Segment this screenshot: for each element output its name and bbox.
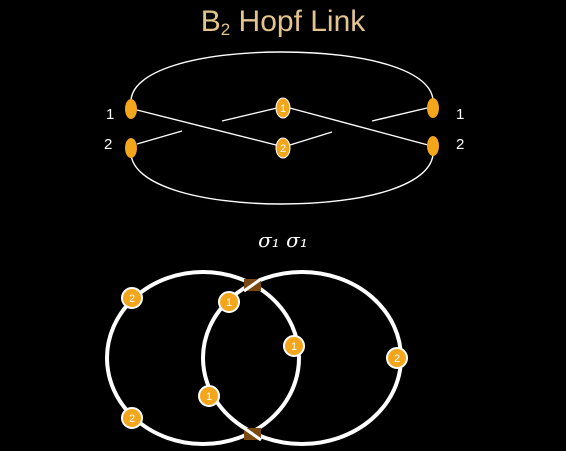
page-title: B2 Hopf Link	[0, 4, 566, 48]
mid-label-bottom: 2	[280, 143, 286, 155]
bead-mid-bottom	[275, 137, 291, 159]
title-main: B	[200, 5, 221, 38]
strand-over-left	[136, 109, 281, 147]
bead-right-bottom	[427, 136, 439, 156]
label-left-circle-bottom: 2	[129, 413, 135, 425]
label-left-circle-inner: 1	[206, 391, 212, 403]
bead-left-bottom	[125, 138, 137, 158]
crossing-markers	[243, 277, 262, 442]
bead-right-circle-outer	[386, 347, 408, 369]
link-beads	[121, 287, 408, 429]
left-label-2: 2	[104, 136, 113, 153]
left-circle	[105, 270, 301, 446]
crossing-marker-bottom-line	[243, 426, 262, 442]
strand-over-right	[285, 106, 429, 146]
bead-right-top	[427, 98, 439, 118]
title-subscript: 2	[220, 20, 231, 39]
bead-left-circle-top	[121, 287, 143, 309]
strand-under-right-a	[289, 131, 333, 146]
bead-left-top	[125, 99, 137, 119]
braid-beads	[125, 97, 439, 159]
right-label-2: 2	[456, 136, 465, 153]
title-rest: Hopf Link	[230, 5, 366, 38]
label-crossing-top: 1	[226, 297, 232, 309]
braid-diagram	[130, 51, 434, 205]
bead-mid-top	[275, 97, 291, 119]
braid-word: σ₁ σ₁	[258, 228, 308, 252]
strand-under-left-a	[136, 130, 183, 145]
closure-arc-top	[130, 51, 434, 105]
label-left-circle-top: 2	[129, 293, 135, 305]
closure-arc-bottom	[130, 149, 434, 205]
hopf-link	[105, 270, 403, 446]
bead-left-circle-bottom	[121, 407, 143, 429]
left-label-1: 1	[106, 106, 115, 123]
bead-left-circle-inner	[198, 385, 220, 407]
label-right-circle-inner: 1	[291, 341, 297, 353]
mid-label-top: 1	[280, 103, 286, 115]
crossing-marker-top-line	[243, 277, 262, 293]
right-label-1: 1	[456, 106, 465, 123]
strand-under-left-b	[221, 107, 278, 122]
bead-crossing-top	[218, 291, 240, 313]
bead-right-circle-inner	[283, 335, 305, 357]
label-right-circle-outer: 2	[394, 353, 400, 365]
strand-under-right-b	[371, 107, 428, 122]
